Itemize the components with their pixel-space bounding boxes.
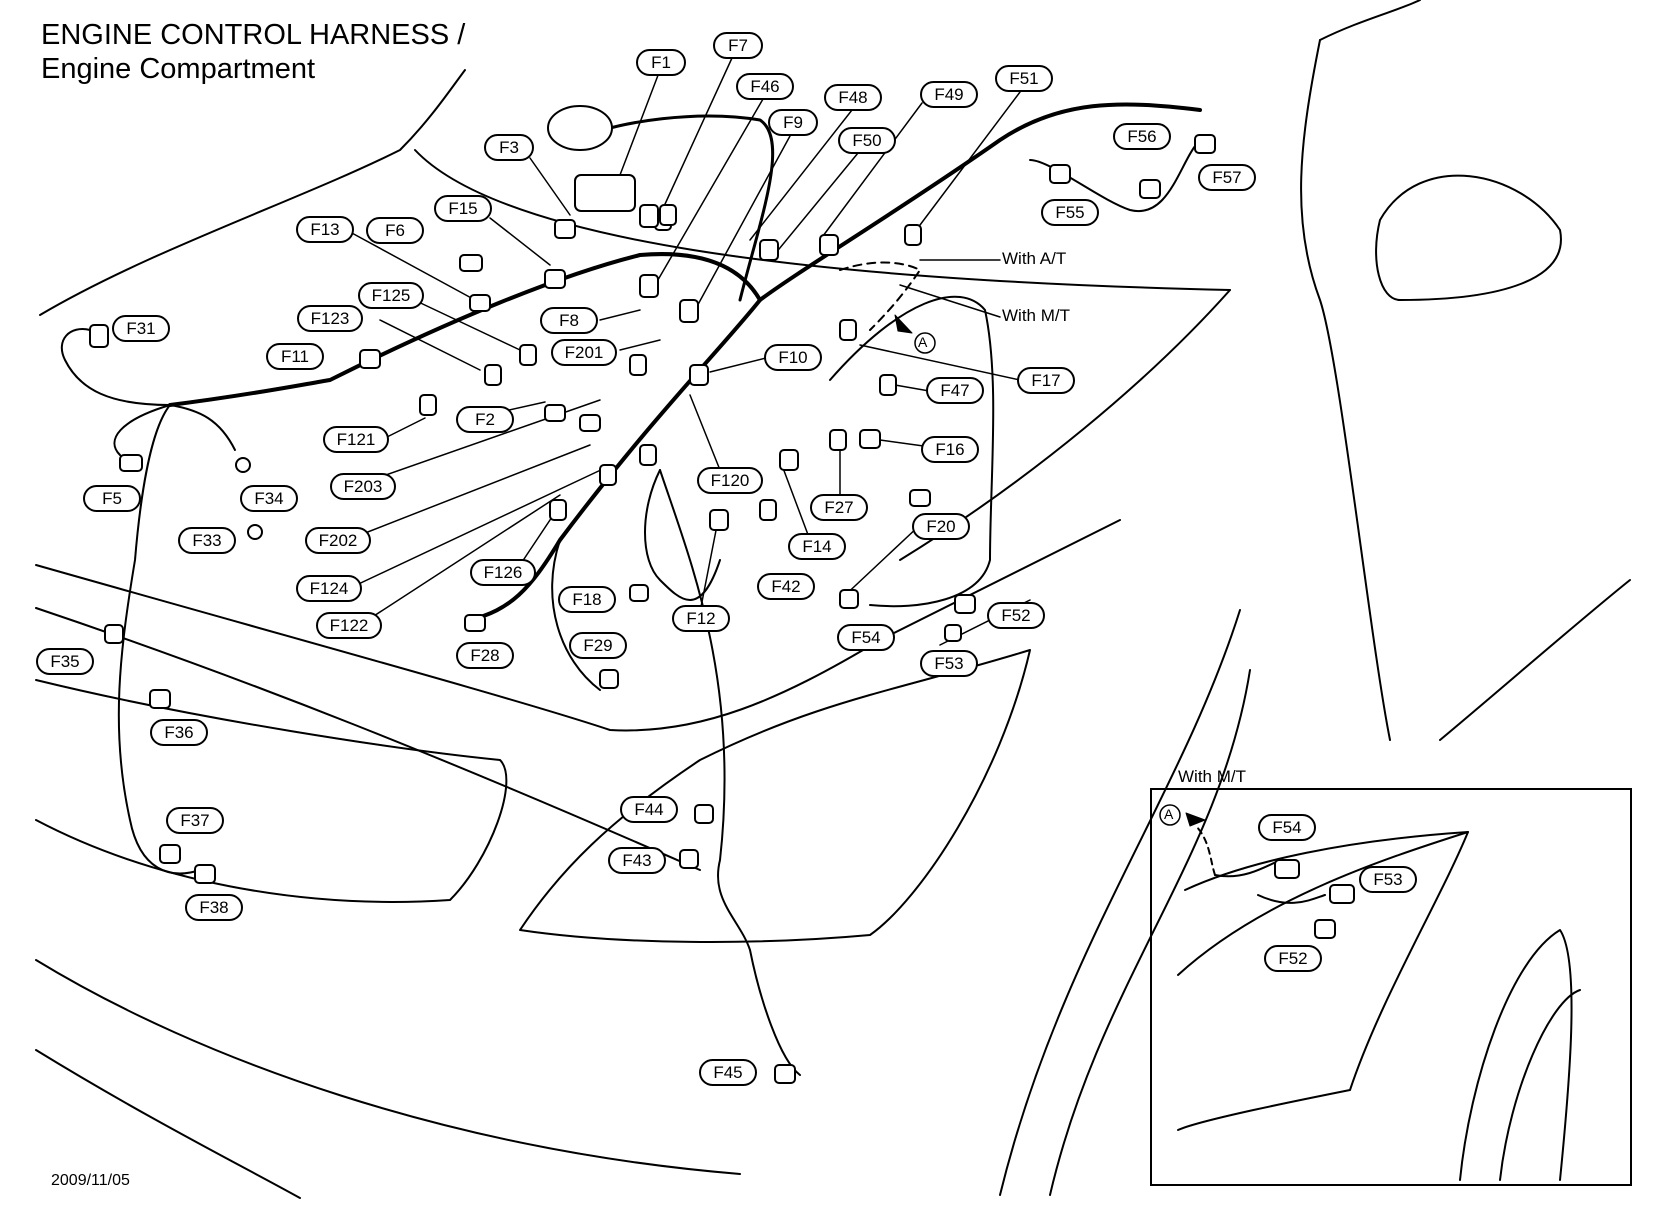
hood-outline bbox=[39, 69, 466, 316]
windshield-edge bbox=[1300, 39, 1391, 741]
connector-label-f125: F125 bbox=[358, 282, 424, 309]
inset-connector-label-f52: F52 bbox=[1264, 945, 1322, 972]
note-with-mt: With M/T bbox=[1002, 306, 1070, 325]
connector-label-f122: F122 bbox=[316, 612, 382, 639]
connector-label-f11: F11 bbox=[266, 343, 324, 370]
branch-left-b bbox=[169, 404, 236, 451]
connector-label-f29: F29 bbox=[569, 632, 627, 659]
connector-label-f9: F9 bbox=[768, 109, 818, 136]
connector-label-f8: F8 bbox=[540, 307, 598, 334]
connector-label-f36: F36 bbox=[150, 719, 208, 746]
connector-label-f50: F50 bbox=[838, 127, 896, 154]
connector-label-f18: F18 bbox=[558, 586, 616, 613]
inset-connector-label-f54: F54 bbox=[1258, 814, 1316, 841]
connector-label-f6: F6 bbox=[366, 217, 424, 244]
headlamp-outline bbox=[35, 679, 508, 903]
connector-label-f47: F47 bbox=[926, 377, 984, 404]
connector-label-f20: F20 bbox=[912, 513, 970, 540]
connector-label-f203: F203 bbox=[330, 473, 396, 500]
inset-connector-label-f53: F53 bbox=[1359, 866, 1417, 893]
connector-label-f16: F16 bbox=[921, 436, 979, 463]
branch-left-c bbox=[113, 404, 171, 456]
note-with-at: With A/T bbox=[1002, 249, 1067, 268]
connector-label-f43: F43 bbox=[608, 847, 666, 874]
connector-label-f10: F10 bbox=[764, 344, 822, 371]
connector-label-f53: F53 bbox=[920, 650, 978, 677]
bumper-line-3 bbox=[35, 1049, 301, 1199]
connector-label-f124: F124 bbox=[296, 575, 362, 602]
connector-label-f45: F45 bbox=[699, 1059, 757, 1086]
strut-outline bbox=[519, 649, 1031, 943]
a-pillar bbox=[1319, 0, 1421, 41]
bumper-line-2 bbox=[35, 959, 741, 1175]
mirror-outline bbox=[1375, 174, 1562, 301]
wheel-arch-1 bbox=[999, 609, 1241, 1196]
branch-right bbox=[829, 295, 995, 608]
connector-label-f34: F34 bbox=[240, 485, 298, 512]
connector-label-f17: F17 bbox=[1017, 367, 1075, 394]
connector-label-f121: F121 bbox=[323, 426, 389, 453]
connector-label-f15: F15 bbox=[434, 195, 492, 222]
connector-label-f202: F202 bbox=[305, 527, 371, 554]
connector-label-f1: F1 bbox=[636, 49, 686, 76]
connector-label-f57: F57 bbox=[1198, 164, 1256, 191]
connector-label-f38: F38 bbox=[185, 894, 243, 921]
branch-down bbox=[659, 469, 801, 1076]
connector-label-f55: F55 bbox=[1041, 199, 1099, 226]
connector-label-f27: F27 bbox=[810, 494, 868, 521]
branch-left-a bbox=[60, 328, 171, 406]
branch-f29 bbox=[551, 539, 601, 691]
connector-label-f35: F35 bbox=[36, 648, 94, 675]
main-harness bbox=[168, 102, 1202, 407]
connector-label-f37: F37 bbox=[166, 807, 224, 834]
connector-label-f12: F12 bbox=[672, 605, 730, 632]
connector-label-f49: F49 bbox=[920, 81, 978, 108]
connector-label-f33: F33 bbox=[178, 527, 236, 554]
fender-line bbox=[35, 519, 1121, 732]
connector-label-f7: F7 bbox=[713, 32, 763, 59]
connector-label-f56: F56 bbox=[1113, 123, 1171, 150]
connector-label-f120: F120 bbox=[697, 467, 763, 494]
connector-label-f46: F46 bbox=[736, 73, 794, 100]
connector-label-f28: F28 bbox=[456, 642, 514, 669]
fender-right bbox=[1439, 579, 1631, 741]
inset-ref-a-marker: A bbox=[1164, 806, 1174, 822]
diagram-title: ENGINE CONTROL HARNESS / Engine Compartm… bbox=[41, 18, 465, 86]
branch-front bbox=[117, 404, 201, 875]
connector-label-f48: F48 bbox=[824, 84, 882, 111]
inset-with-mt bbox=[1150, 788, 1632, 1186]
connector-label-f123: F123 bbox=[297, 305, 363, 332]
connector-label-f44: F44 bbox=[620, 796, 678, 823]
main-harness-2 bbox=[468, 298, 762, 622]
inset-title: With M/T bbox=[1178, 767, 1246, 786]
cowl-line bbox=[414, 149, 1231, 291]
ref-a-marker: A bbox=[918, 334, 928, 350]
connector-label-f3: F3 bbox=[484, 134, 534, 161]
route-to-a bbox=[839, 261, 921, 331]
connector-label-f13: F13 bbox=[296, 216, 354, 243]
connector-label-f2: F2 bbox=[456, 406, 514, 433]
connector-label-f54: F54 bbox=[837, 624, 895, 651]
connector-label-f5: F5 bbox=[83, 485, 141, 512]
date-stamp: 2009/11/05 bbox=[51, 1172, 130, 1189]
connector-label-f42: F42 bbox=[757, 573, 815, 600]
title-line-1: ENGINE CONTROL HARNESS / bbox=[41, 19, 466, 51]
wheel-arch-2 bbox=[1049, 669, 1251, 1196]
branch-f12 bbox=[644, 469, 721, 601]
inset-drawing bbox=[1159, 804, 1581, 1181]
connector-label-f51: F51 bbox=[995, 65, 1053, 92]
connector-label-f31: F31 bbox=[112, 315, 170, 342]
bumper-line-1 bbox=[35, 607, 701, 871]
connector-label-f126: F126 bbox=[470, 559, 536, 586]
connector-label-f201: F201 bbox=[551, 339, 617, 366]
connector-label-f14: F14 bbox=[788, 533, 846, 560]
connector-label-f52: F52 bbox=[987, 602, 1045, 629]
title-line-2: Engine Compartment bbox=[41, 53, 316, 85]
